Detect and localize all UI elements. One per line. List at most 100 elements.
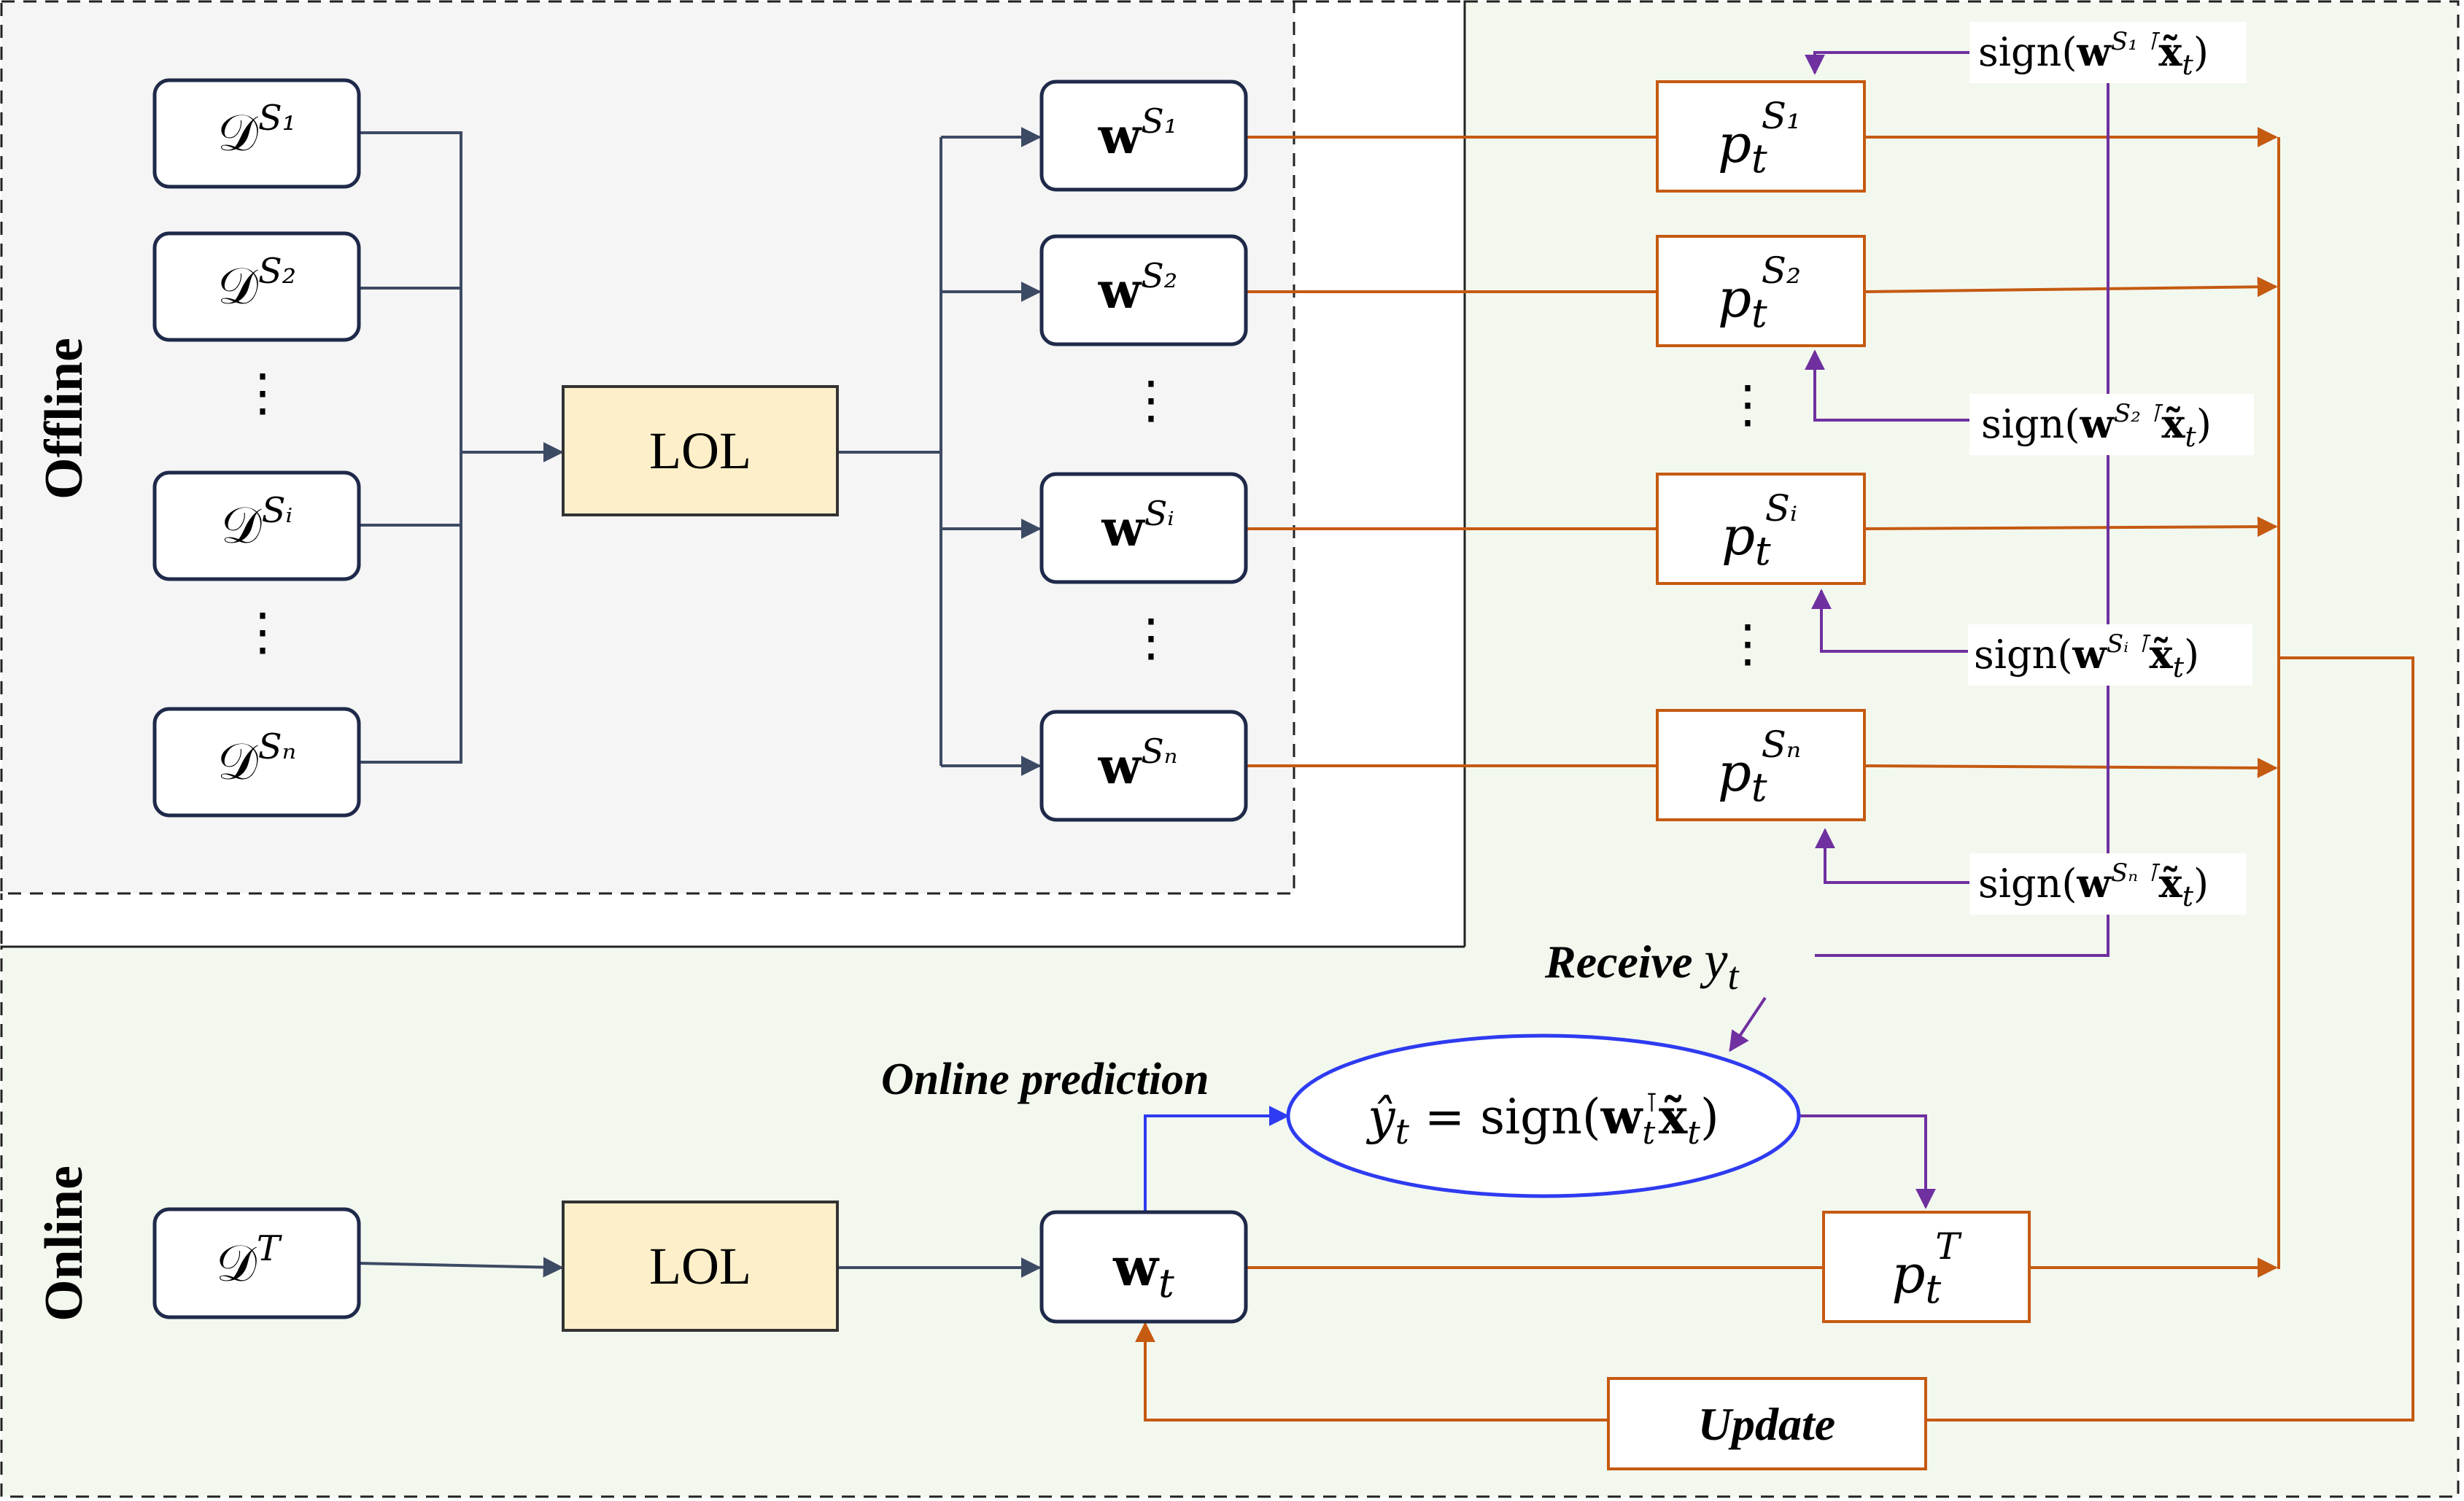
source-symbol: 𝒟 [216, 1233, 257, 1293]
sign-label-si: sign(wSᵢ ⊺x̃t) [1968, 624, 2252, 686]
svg-text:ptS₁: ptS₁ [1718, 95, 1801, 182]
svg-text:𝒟Sₙ: 𝒟Sₙ [217, 726, 296, 791]
receive-text: Receive [1544, 936, 1705, 988]
prediction-subscript: t [1926, 1266, 1942, 1312]
vertical-ellipsis: ⋮ [237, 362, 288, 422]
ellipse-feature-subscript: t [1687, 1114, 1700, 1152]
sign-label-s2: sign(wS₂ ⊺x̃t) [1969, 394, 2254, 455]
online-weight-node[interactable]: wt [1039, 1210, 1248, 1324]
online-prediction-ellipse[interactable]: ŷt = sign(wt⊺x̃t) [1286, 1033, 1801, 1198]
svg-text:𝒟S₂: 𝒟S₂ [217, 251, 296, 316]
prediction-symbol: p [1718, 268, 1751, 329]
source-superscript: Sᵢ [262, 490, 293, 531]
weight-node-si[interactable]: wSᵢ [1039, 472, 1248, 584]
ellipse-close: ) [1700, 1089, 1719, 1145]
sign-feature: x̃ [2158, 860, 2182, 907]
online-prediction-label: Online prediction [881, 1055, 1209, 1104]
source-superscript: Sₙ [258, 726, 296, 767]
online-label: Online [34, 1165, 94, 1322]
prediction-symbol: p [1718, 742, 1751, 803]
weight-node-s2[interactable]: wS₂ [1039, 234, 1248, 346]
svg-text:ptT: ptT [1891, 1225, 1962, 1312]
sign-label-sn: sign(wSₙ ⊺x̃t) [1969, 853, 2247, 915]
sign-weight: w [2076, 28, 2112, 75]
sign-subscript: t [2182, 880, 2194, 912]
sign-prefix: sign( [1978, 29, 2077, 75]
update-label: Update [1698, 1398, 1835, 1450]
offline-outer-region [0, 0, 1466, 948]
source-symbol: 𝒟 [217, 732, 258, 791]
prediction-node-target[interactable]: ptT [1822, 1211, 2031, 1323]
sign-close: ) [2196, 401, 2212, 447]
weight-subscript: t [1158, 1260, 1174, 1306]
sign-close: ) [2184, 632, 2199, 678]
weight-symbol: w [1112, 1236, 1160, 1298]
sign-feature: x̃ [2161, 400, 2185, 447]
sign-superscript: S₁ ⊺ [2111, 27, 2161, 56]
ellipse-yhat-subscript: t [1395, 1112, 1410, 1152]
lol-distributor-lines [837, 127, 1042, 776]
sign-weight: w [2076, 860, 2112, 907]
prediction-node-s1[interactable]: ptS₁ [1656, 80, 1866, 193]
ellipse-weight-superscript: ⊺ [1645, 1088, 1659, 1118]
prediction-subscript: t [1755, 528, 1771, 574]
lol-label: LOL [649, 422, 751, 480]
weight-superscript: Sₙ [1141, 732, 1177, 771]
prediction-symbol: p [1891, 1244, 1925, 1305]
svg-text:wSₙ: wSₙ [1098, 732, 1178, 796]
offline-label: Offline [34, 338, 94, 500]
prediction-superscript: T [1935, 1225, 1962, 1268]
source-superscript: S₁ [258, 98, 296, 139]
svg-text:ptSₙ: ptSₙ [1718, 724, 1801, 810]
weight-superscript: S₁ [1141, 101, 1177, 141]
sign-superscript: Sᵢ ⊺ [2107, 629, 2151, 659]
source-dataset-s2[interactable]: 𝒟S₂ [152, 231, 361, 342]
svg-text:sign(wSᵢ ⊺x̃t): sign(wSᵢ ⊺x̃t) [1974, 629, 2199, 683]
svg-text:𝒟S₁: 𝒟S₁ [217, 98, 296, 163]
svg-text:wSᵢ: wSᵢ [1101, 494, 1174, 558]
weight-symbol: w [1098, 107, 1142, 166]
online-prediction-arrow [1144, 1106, 1290, 1211]
target-dataset-node[interactable]: 𝒟T [152, 1207, 361, 1319]
svg-text:wS₁: wS₁ [1098, 101, 1178, 166]
source-symbol: 𝒟 [217, 103, 258, 163]
sign-prefix: sign( [1981, 401, 2080, 447]
prediction-subscript: t [1751, 136, 1767, 182]
source-dataset-sn[interactable]: 𝒟Sₙ [152, 707, 361, 818]
weight-node-s1[interactable]: wS₁ [1039, 79, 1248, 192]
sign-weight: w [2079, 400, 2115, 447]
weight-superscript: Sᵢ [1144, 494, 1174, 533]
sign-weight: w [2072, 631, 2107, 678]
lol-offline-block[interactable]: LOL [562, 385, 839, 516]
weight-node-sn[interactable]: wSₙ [1039, 710, 1248, 822]
sign-subscript: t [2185, 421, 2197, 453]
vertical-ellipsis: ⋮ [1126, 370, 1177, 430]
prediction-symbol: p [1718, 113, 1751, 174]
source-symbol: 𝒟 [217, 256, 258, 316]
online-chain-lines [358, 1257, 1042, 1278]
prediction-node-si[interactable]: ptSᵢ [1656, 473, 1866, 585]
svg-text:𝒟Sᵢ: 𝒟Sᵢ [221, 490, 292, 555]
weight-symbol: w [1098, 262, 1142, 320]
receive-variable: y [1700, 931, 1728, 989]
update-box[interactable]: Update [1607, 1377, 1927, 1470]
lol-online-block[interactable]: LOL [562, 1201, 839, 1332]
sign-subscript: t [2182, 49, 2194, 81]
prediction-superscript: S₁ [1762, 95, 1801, 137]
vertical-ellipsis: ⋮ [1126, 608, 1177, 667]
prediction-node-s2[interactable]: ptS₂ [1656, 235, 1866, 347]
sign-superscript: Sₙ ⊺ [2111, 858, 2161, 888]
receive-subscript: t [1727, 954, 1740, 998]
prediction-superscript: Sᵢ [1765, 487, 1797, 530]
sign-subscript: t [2173, 651, 2185, 683]
source-dataset-s1[interactable]: 𝒟S₁ [152, 78, 361, 189]
svg-text:wS₂: wS₂ [1098, 256, 1178, 320]
weight-symbol: w [1098, 737, 1142, 796]
source-dataset-si[interactable]: 𝒟Sᵢ [152, 470, 361, 581]
lol-label: LOL [649, 1237, 751, 1295]
orange-flow-lines [1135, 127, 2414, 1422]
sign-feature: x̃ [2158, 28, 2182, 75]
prediction-node-sn[interactable]: ptSₙ [1656, 709, 1866, 821]
ellipse-yhat: ŷ [1365, 1089, 1395, 1145]
